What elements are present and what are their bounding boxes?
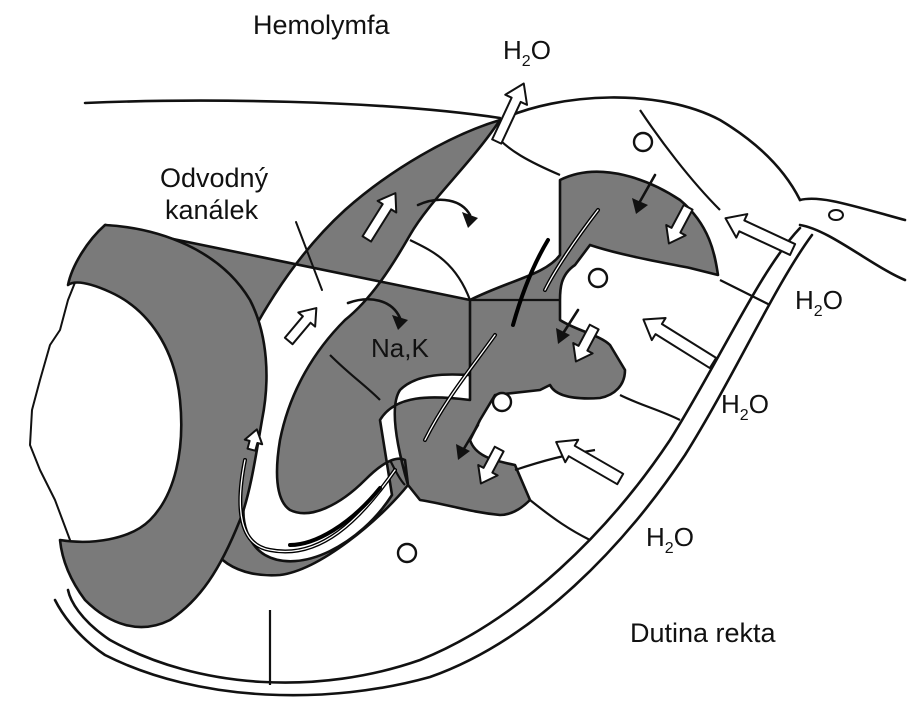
label-channel-1: Odvodný bbox=[160, 163, 269, 193]
top-epithelium-line bbox=[85, 101, 500, 118]
label-water-right-3: H2O bbox=[646, 522, 694, 557]
vesicle-2 bbox=[589, 269, 607, 287]
water-arrow-in-3 bbox=[550, 431, 627, 491]
water-arrow-top-exit bbox=[486, 78, 535, 146]
water-arrow-in-1 bbox=[720, 206, 798, 261]
water-arrow-in-2 bbox=[637, 308, 720, 374]
vesicle-1 bbox=[634, 133, 652, 151]
vesicle-3 bbox=[493, 393, 511, 411]
label-water-right-1: H2O bbox=[795, 285, 843, 320]
label-rectum-cavity: Dutina rekta bbox=[630, 618, 777, 648]
vesicle-4 bbox=[398, 544, 416, 562]
label-water-top: H2O bbox=[503, 35, 551, 70]
label-channel-2: kanálek bbox=[165, 195, 259, 225]
label-water-right-2: H2O bbox=[721, 389, 769, 424]
cuticle-tail bbox=[800, 199, 905, 220]
water-arrow-channel-2 bbox=[280, 301, 324, 348]
label-ions: Na,K bbox=[371, 333, 429, 363]
cuticle-tail-eye bbox=[829, 210, 843, 220]
cuticle-tail-lower bbox=[800, 225, 905, 280]
label-hemolymph: Hemolymfa bbox=[253, 10, 391, 40]
